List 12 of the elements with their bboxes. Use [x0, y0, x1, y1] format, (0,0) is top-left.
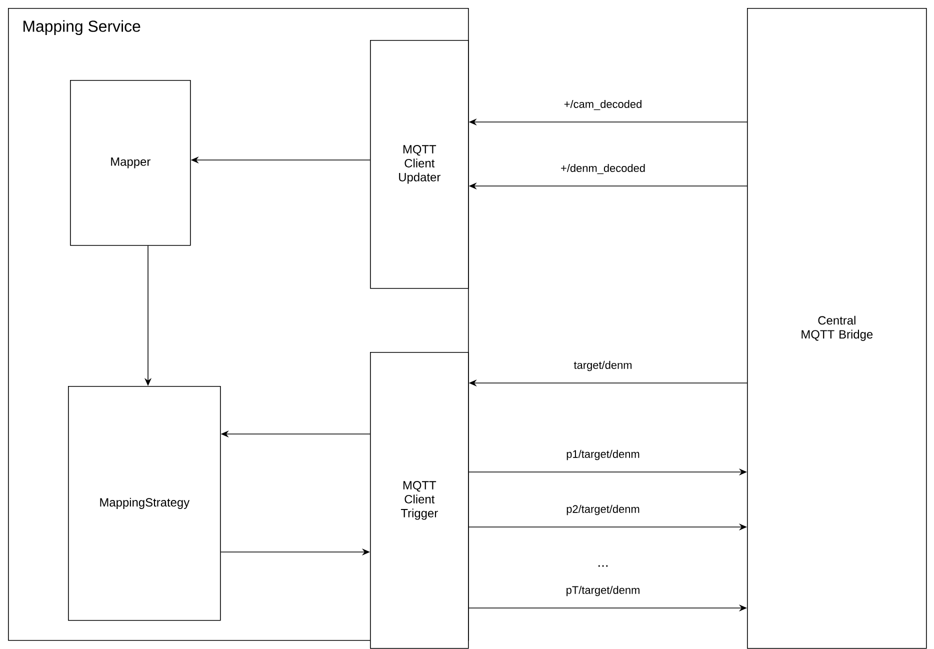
component-box: Mapper: [70, 80, 191, 246]
edge-label: p1/target/denm: [564, 448, 642, 462]
title-label: Mapping Service: [24, 20, 140, 36]
edge-label: p2/target/denm: [564, 503, 642, 517]
component-box: MappingStrategy: [68, 386, 221, 621]
edge-label: +/cam_decoded: [562, 98, 644, 112]
edge-label: target/denm: [572, 359, 634, 373]
component-box: Central MQTT Bridge: [747, 8, 927, 649]
edge-label: pT/target/denm: [564, 584, 642, 598]
edge-label: +/denm_decoded: [559, 162, 647, 176]
ellipsis-label: ...: [598, 565, 608, 567]
component-box: MQTT Client Updater: [370, 40, 469, 289]
